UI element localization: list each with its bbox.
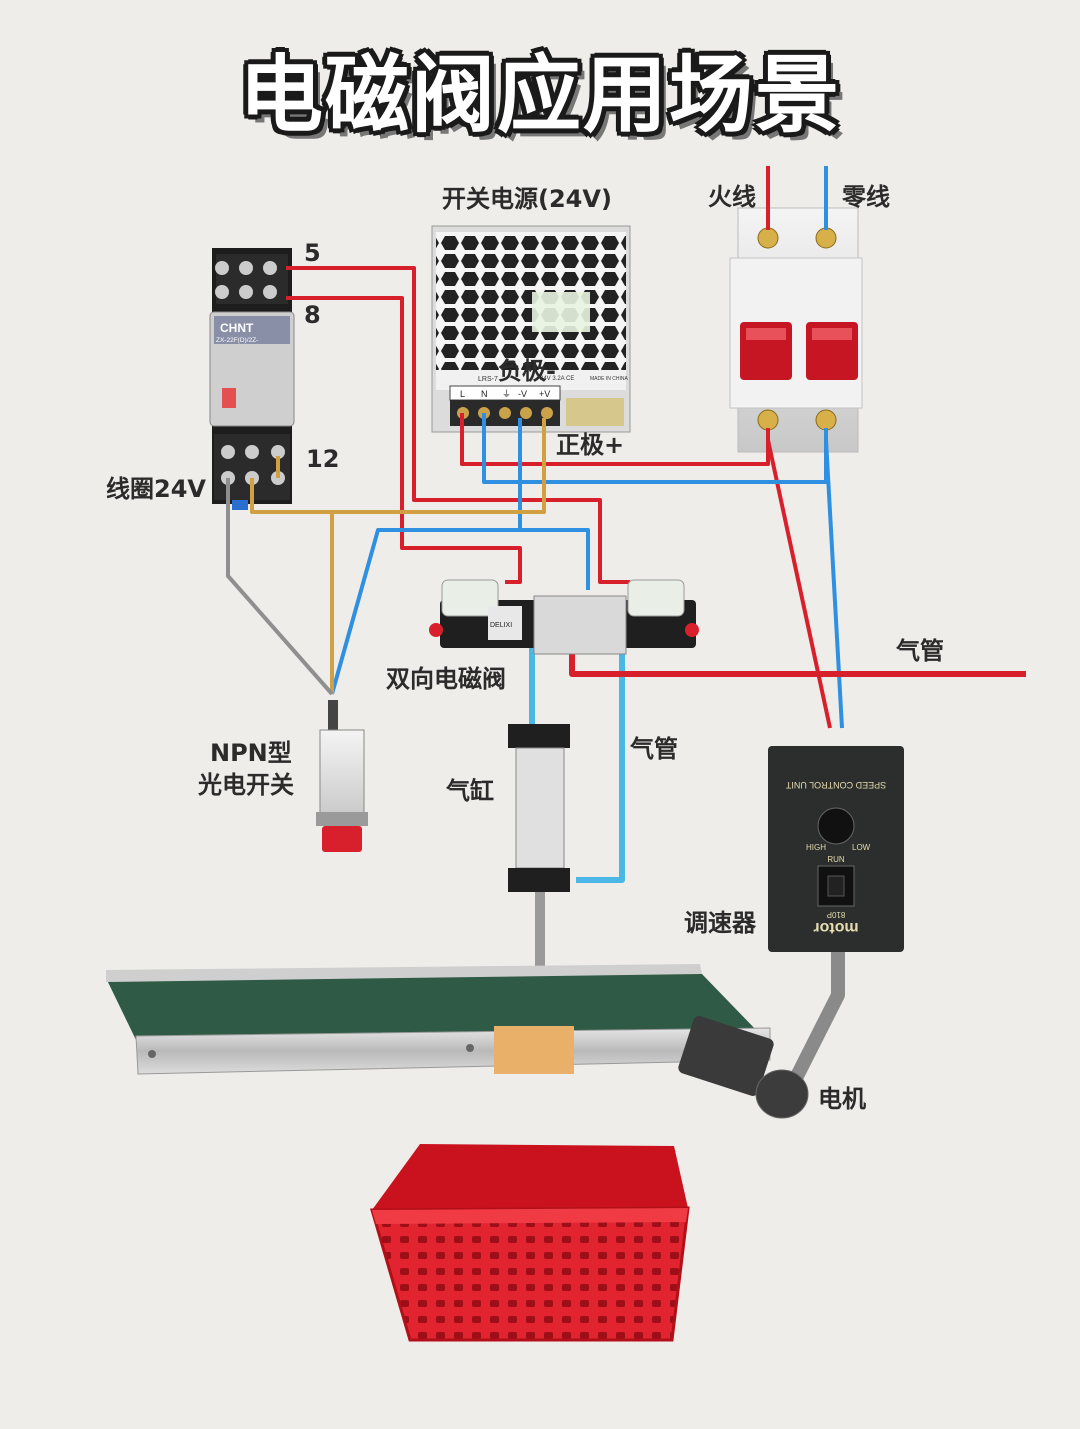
label-power-supply: 开关电源(24V) <box>442 185 612 213</box>
label-live-wire: 火线 <box>708 183 756 211</box>
psu-terminal-ground: ⏚ <box>502 389 511 399</box>
psu-made: MADE IN CHINA <box>590 376 628 382</box>
circuit-breaker <box>729 207 863 453</box>
speed-unit-text: SPEED CONTROL UNIT <box>785 780 886 790</box>
label-relay-pin-12: 12 <box>306 445 340 473</box>
speed-brand: motor <box>813 919 858 936</box>
label-air-pipe-mid: 气管 <box>630 735 678 763</box>
label-relay-pin-5: 5 <box>304 239 321 267</box>
label-air-pipe-right: 气管 <box>896 637 944 665</box>
relay: CHNT ZX-22F(D)/2Z- <box>209 248 295 510</box>
psu-model: LRS-7 <box>478 376 498 383</box>
psu-terminal-plus: +V <box>539 389 550 399</box>
speed-low: LOW <box>852 843 871 852</box>
label-cylinder: 气缸 <box>446 777 494 805</box>
relay-model: ZX-22F(D)/2Z- <box>216 337 258 344</box>
label-coil: 线圈24V <box>106 475 206 503</box>
crate <box>370 1144 690 1342</box>
npn-sensor <box>316 700 368 852</box>
label-neutral-wire: 零线 <box>842 183 890 211</box>
speed-high: HIGH <box>806 843 826 852</box>
relay-brand: CHNT <box>220 321 254 335</box>
speed-run: RUN <box>827 855 845 864</box>
label-speed-controller: 调速器 <box>684 909 756 937</box>
label-valve: 双向电磁阀 <box>386 665 506 693</box>
psu-spec: 24V 3.2A CE <box>540 376 574 382</box>
label-motor: 电机 <box>818 1085 866 1113</box>
power-supply: LRS-7 24V 3.2A CE MADE IN CHINA L N ⏚ -V… <box>431 225 631 433</box>
conveyor <box>106 964 809 1119</box>
label-sensor-line2: 光电开关 <box>198 771 294 799</box>
speed-model: 810P <box>827 910 846 919</box>
wires <box>226 166 1026 1094</box>
valve-brand: DELIXI <box>490 622 512 629</box>
label-positive: 正极+ <box>556 431 625 459</box>
speed-controller: SPEED CONTROL UNIT HIGH LOW RUN 810P mot… <box>768 746 904 952</box>
psu-terminal-n: N <box>481 389 488 399</box>
label-negative: 负极- <box>498 357 556 385</box>
page-title: 电磁阀应用场景 <box>238 46 841 144</box>
psu-terminal-l: L <box>460 389 465 399</box>
air-cylinder <box>508 724 570 1010</box>
solenoid-valve: DELIXI <box>429 579 699 655</box>
label-sensor-line1: NPN型 <box>210 739 292 767</box>
psu-terminal-minus: -V <box>518 389 527 399</box>
label-relay-pin-8: 8 <box>304 301 321 329</box>
